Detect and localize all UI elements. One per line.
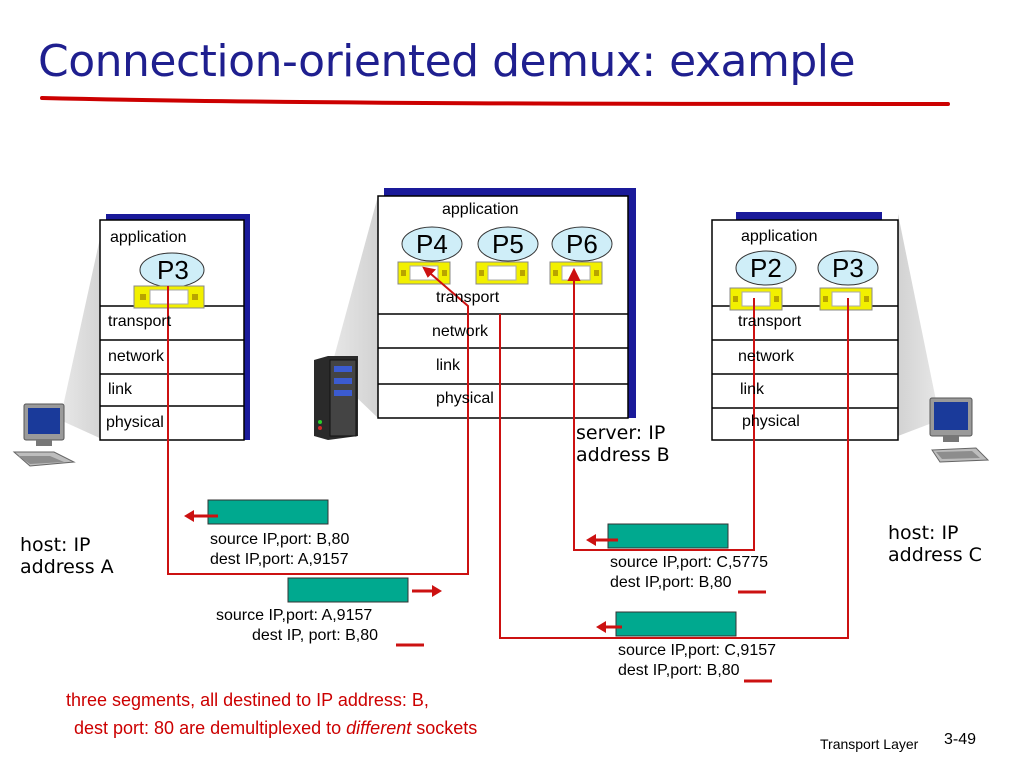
segment-1-dest: dest IP,port: A,9157 (210, 551, 349, 568)
footer-text: Transport Layer (820, 736, 919, 752)
server-b-label-line2: address B (576, 444, 670, 466)
host-c-label-line1: host: IP (888, 522, 959, 544)
left-layer-physical: physical (106, 414, 164, 431)
segment-2-source: source IP,port: A,9157 (216, 607, 373, 624)
socket-icon-server-p5 (475, 261, 529, 285)
segment-3-dest: dest IP,port: B,80 (610, 574, 732, 591)
server-layer-application: application (442, 201, 519, 218)
server-layer-transport: transport (436, 289, 500, 306)
left-layer-network: network (108, 348, 165, 365)
direction-arrows (184, 510, 622, 633)
left-layer-application: application (110, 229, 187, 246)
caption-line2-post: sockets (411, 718, 478, 738)
title-underline (40, 96, 950, 106)
server-b-label: server: IP address B (576, 422, 670, 466)
server-layer-link: link (436, 357, 461, 374)
server-layer-physical: physical (436, 390, 494, 407)
right-layer-application: application (741, 228, 818, 245)
process-ellipse-server-p6 (551, 226, 613, 262)
right-layer-transport: transport (738, 313, 802, 330)
segment-box-3 (607, 523, 729, 549)
page-title: Connection-oriented demux: example (38, 36, 856, 87)
process-ellipse-right-p2 (735, 250, 797, 286)
server-tower-icon (314, 356, 358, 440)
server-b-label-line1: server: IP (576, 422, 666, 444)
process-ellipse-server-p5 (477, 226, 539, 262)
left-layer-transport: transport (108, 313, 172, 330)
process-label-server-p6: P6 (566, 229, 598, 259)
process-ellipse-right-p3 (817, 250, 879, 286)
segment-4-header: source IP,port: C,9157 dest IP,port: B,8… (618, 641, 776, 681)
segment-4-dest: dest IP,port: B,80 (618, 662, 740, 679)
page-number: 3-49 (944, 731, 977, 748)
segment-4-source: source IP,port: C,9157 (618, 642, 777, 659)
host-c-label: host: IP address C (888, 522, 982, 566)
path-host-c-p2-to-server-p6 (573, 276, 755, 551)
segment-1-source: source IP,port: B,80 (210, 531, 350, 548)
segment-box-1 (207, 499, 329, 525)
socket-icon-server-p4 (397, 261, 451, 285)
left-host-beam (60, 220, 104, 440)
process-label-server-p4: P4 (416, 229, 448, 259)
segment-3-source: source IP,port: C,5775 (610, 554, 769, 571)
desktop-computer-icon (929, 397, 990, 463)
host-a-label: host: IP address A (20, 534, 114, 578)
socket-icon-right-p2 (729, 287, 783, 311)
process-label-left-p3: P3 (157, 255, 189, 285)
caption-line1: three segments, all destined to IP addre… (66, 690, 429, 710)
right-layer-network: network (738, 348, 795, 365)
segment-1-header: source IP,port: B,80 dest IP,port: A,915… (210, 530, 349, 570)
desktop-computer-icon (12, 403, 76, 467)
server-stack (377, 188, 636, 419)
segment-2-dest: dest IP, port: B,80 (252, 627, 379, 644)
process-label-server-p5: P5 (492, 229, 524, 259)
process-label-right-p3: P3 (832, 253, 864, 283)
process-ellipse-server-p4 (401, 226, 463, 262)
segment-box-2 (287, 577, 409, 603)
caption-line2-italic: different (346, 718, 412, 738)
segment-paths (167, 266, 849, 639)
host-a-label-line1: host: IP (20, 534, 91, 556)
caption-line2-pre: dest port: 80 are demultiplexed to (74, 718, 347, 738)
caption-line2: dest port: 80 are demultiplexed to diffe… (74, 718, 477, 739)
segment-3-header: source IP,port: C,5775 dest IP,port: B,8… (610, 553, 768, 593)
segment-2-header: source IP,port: A,9157 dest IP, port: B,… (216, 606, 378, 646)
server-layer-network: network (432, 323, 489, 340)
path-host-c-p3-to-server-p5 (499, 298, 849, 639)
segment-box-4 (615, 611, 737, 637)
right-layer-link: link (740, 381, 765, 398)
port-80-underlines (396, 590, 772, 683)
host-a-label-line2: address A (20, 556, 114, 578)
right-layer-physical: physical (742, 413, 800, 430)
left-layer-link: link (108, 381, 133, 398)
path-server-p4-to-host-a (167, 267, 469, 575)
process-label-right-p2: P2 (750, 253, 782, 283)
socket-icon-right-p3 (819, 287, 873, 311)
host-c-label-line2: address C (888, 544, 982, 566)
right-host-beam (898, 214, 940, 436)
